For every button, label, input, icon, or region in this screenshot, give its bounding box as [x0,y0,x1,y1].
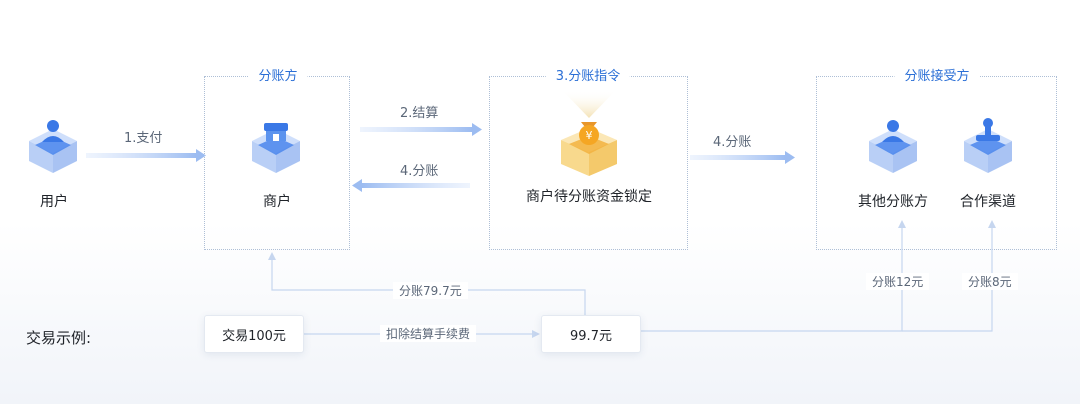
example-title: 交易示例: [26,329,92,347]
instruction-funnel [562,90,616,118]
instruction-group-box: 3.分账指令 [489,69,688,250]
receiver-group-box: 分账接受方 [816,69,1057,250]
stamp-cube-icon [964,118,1012,173]
settle-step-label: 2.结算 [400,106,439,121]
other-receiver-label: 其他分账方 [858,194,928,210]
pay-step-label: 1.支付 [124,131,163,146]
store-cube-icon [252,123,300,173]
svg-text:¥: ¥ [586,129,593,142]
deduct-fee-label: 扣除结算手续费 [380,325,477,342]
payer-group-box: 分账方 [204,69,350,250]
net-amount-card: 99.7元 [541,315,641,353]
user-label: 用户 [40,194,68,210]
trade-amount-text: 交易100元 [222,328,286,344]
receiver-group-title: 分账接受方 [894,69,980,85]
trade-amount-card: 交易100元 [204,315,304,353]
split-out-arrow [690,151,795,164]
pay-arrow [86,149,206,162]
user-cube-icon [29,120,77,173]
lock-label: 商户待分账资金锁定 [526,189,652,205]
split-partner-label: 分账8元 [962,273,1018,290]
split-out-step-label: 4.分账 [713,135,752,150]
settle-arrow [360,123,482,136]
net-amount-text: 99.7元 [570,328,612,344]
split-merchant-label: 分账79.7元 [393,282,468,299]
split-back-arrow [352,179,470,192]
user-cube-icon [869,120,917,173]
partner-channel-label: 合作渠道 [960,194,1016,210]
split-other-label: 分账12元 [866,273,930,290]
instruction-group-title: 3.分账指令 [545,69,631,85]
merchant-label: 商户 [263,194,291,210]
payer-group-title: 分账方 [248,69,308,85]
split-back-step-label: 4.分账 [400,164,439,179]
money-bag-icon: ¥ [561,122,617,176]
